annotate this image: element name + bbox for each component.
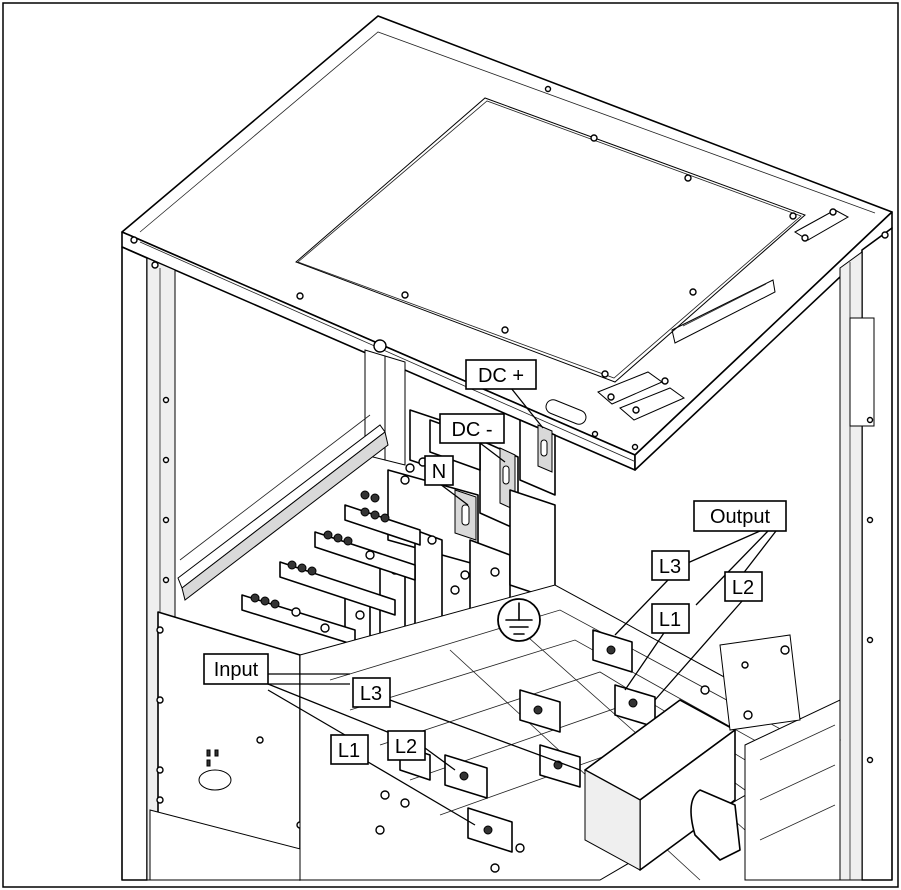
leader-lines (267, 387, 777, 826)
label-dc-minus: DC - (439, 413, 505, 444)
label-dc-plus-text: DC + (478, 365, 524, 387)
label-neutral: N (424, 455, 454, 486)
protective-earth-icon (497, 598, 541, 642)
label-output-l2-text: L2 (732, 577, 754, 599)
label-input: Input (203, 653, 269, 685)
label-dc-minus-text: DC - (451, 419, 492, 441)
cabinet-frame (121, 15, 893, 881)
label-input-l3-text: L3 (360, 683, 382, 705)
terminal-platform (299, 584, 842, 881)
label-output-l3-text: L3 (659, 556, 681, 578)
input-terminal-bars (241, 490, 421, 646)
label-input-l3: L3 (352, 677, 391, 708)
label-input-l1: L1 (330, 734, 369, 765)
label-neutral-text: N (432, 461, 446, 483)
right-module (584, 634, 841, 881)
frame-bolts (130, 85, 889, 829)
input-terminals (375, 744, 525, 873)
label-output-l2: L2 (724, 571, 763, 602)
output-terminals (519, 629, 656, 788)
label-output-l1-text: L1 (659, 609, 681, 631)
label-output: Output (693, 500, 787, 532)
label-input-l2-text: L2 (395, 736, 417, 758)
label-input-text: Input (214, 659, 259, 681)
label-output-text: Output (710, 506, 770, 528)
label-output-l3: L3 (651, 550, 690, 581)
label-output-l1: L1 (651, 603, 690, 634)
label-input-l2: L2 (387, 730, 426, 761)
label-input-l1-text: L1 (338, 740, 360, 762)
label-dc-plus: DC + (465, 359, 537, 390)
